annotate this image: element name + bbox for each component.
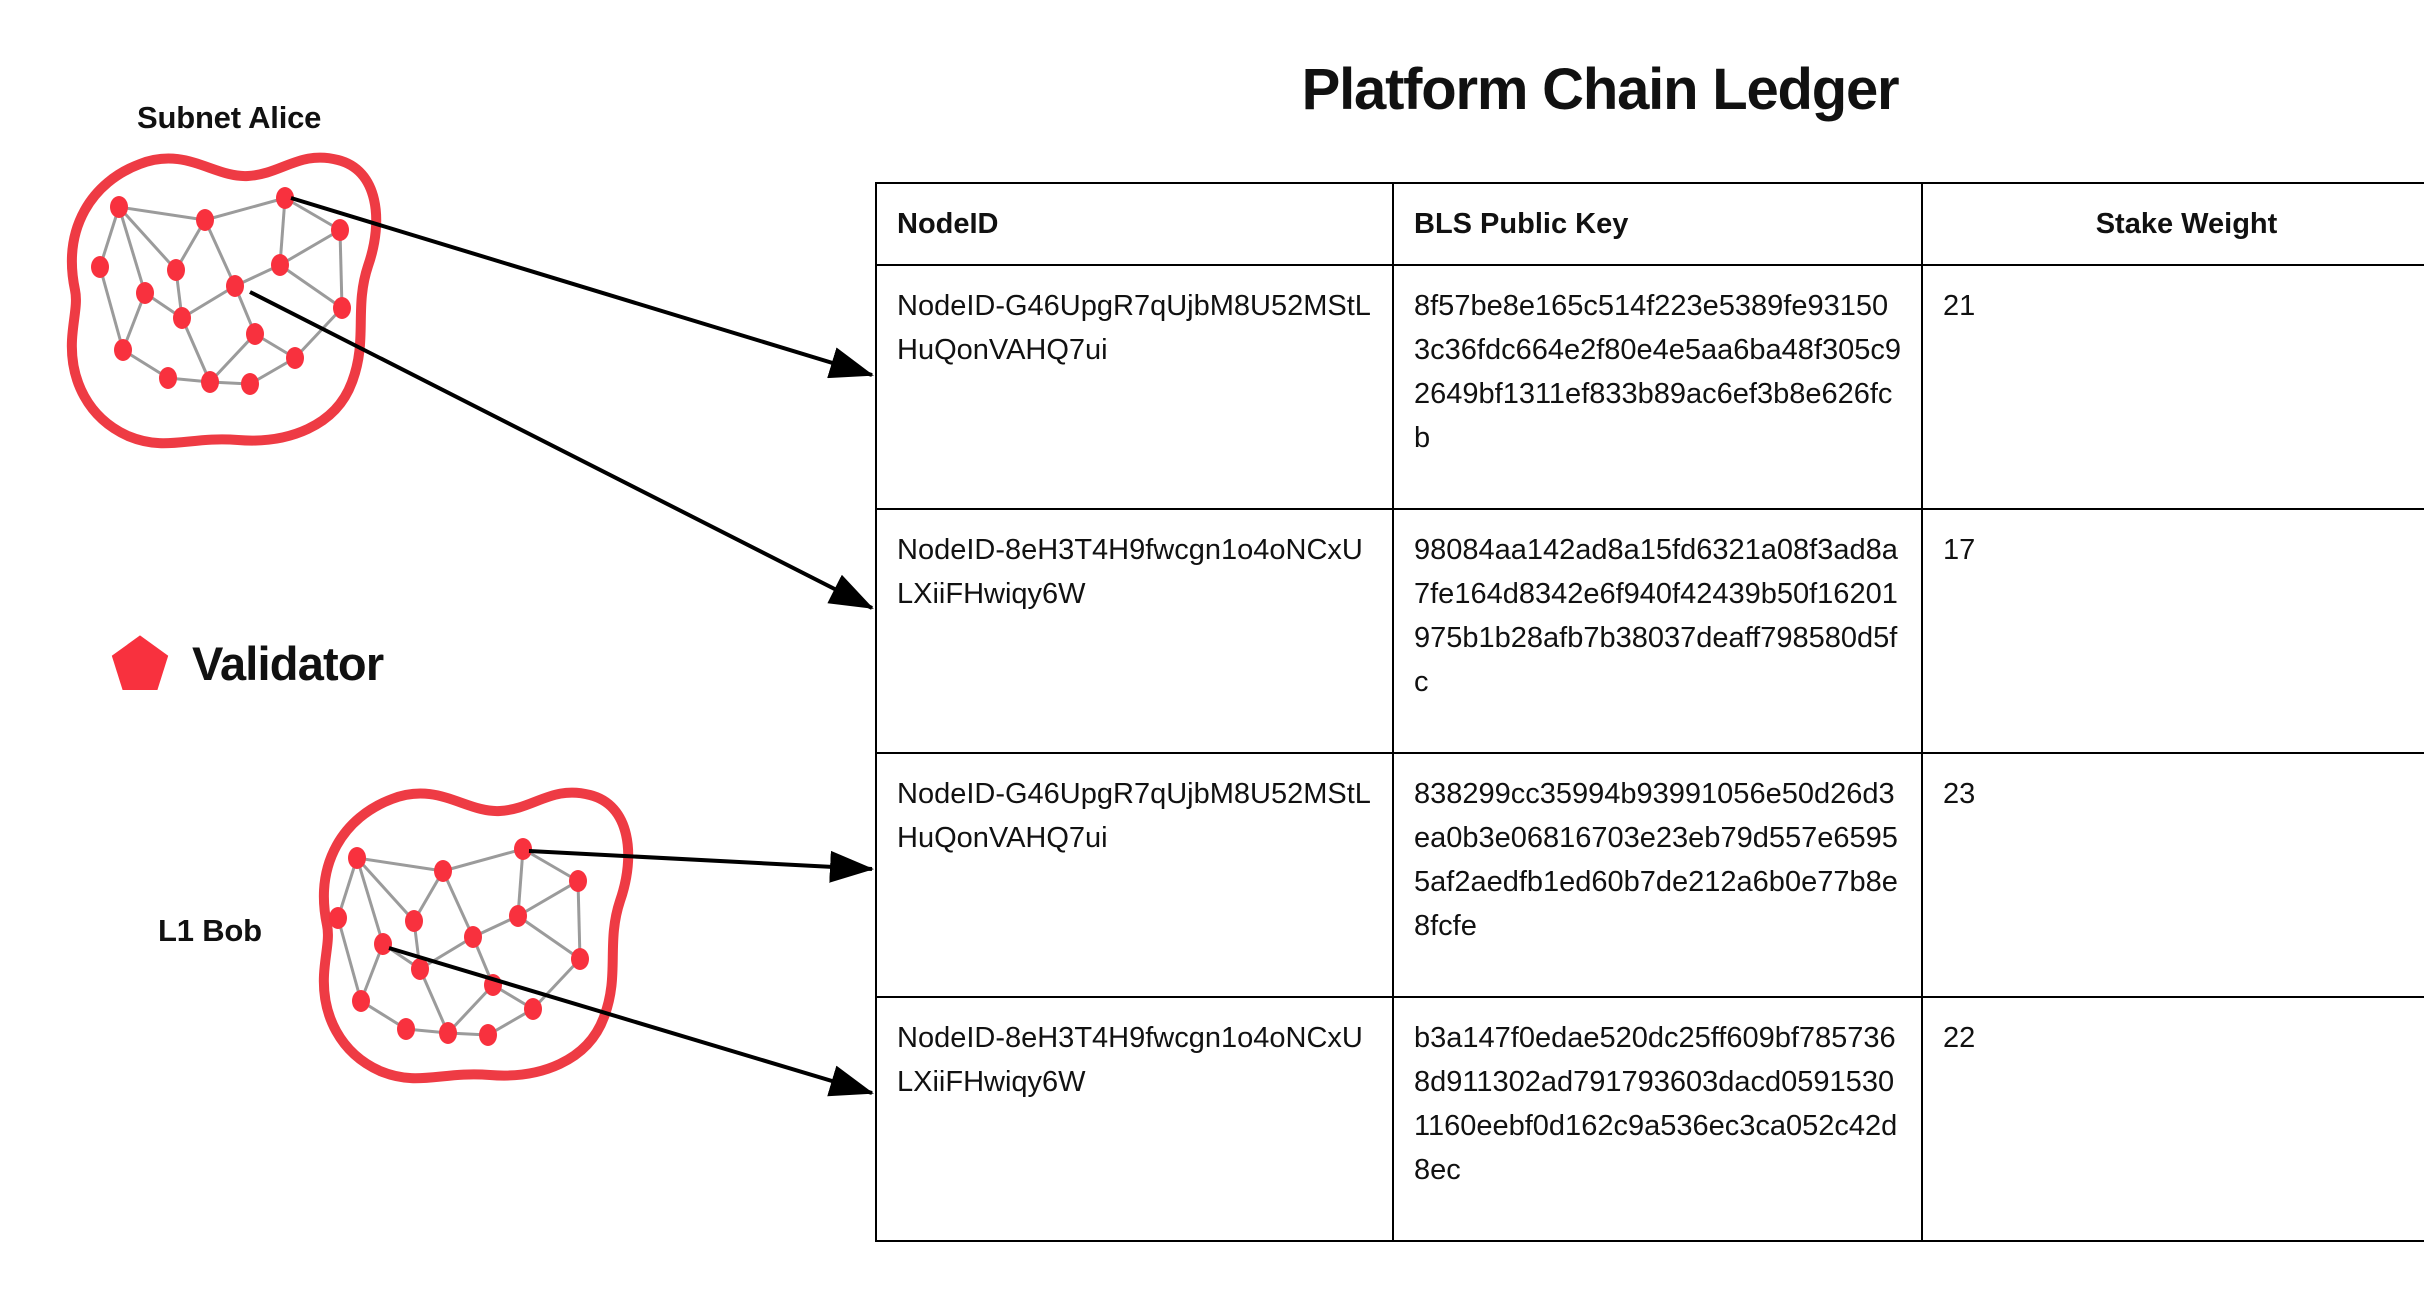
page-title: Platform Chain Ledger: [1301, 57, 1900, 122]
arrow-bob-to-row4: [388, 946, 874, 1097]
cell-bls-public-key: b3a147f0edae520dc25ff609bf7857368d911302…: [1392, 996, 1923, 1242]
cell-bls-public-key: 838299cc35994b93991056e50d26d3ea0b3e0681…: [1392, 752, 1923, 998]
column-header-bls-public-key: BLS Public Key: [1392, 182, 1923, 266]
l1-bob-outline: [318, 787, 634, 1084]
table-row: NodeID-G46UpgR7qUjbM8U52MStLHuQonVAHQ7ui…: [875, 264, 2424, 510]
cell-bls-public-key: 8f57be8e165c514f223e5389fe931503c36fdc66…: [1392, 264, 1923, 510]
cell-nodeid: NodeID-G46UpgR7qUjbM8U52MStLHuQonVAHQ7ui: [875, 752, 1394, 998]
cell-nodeid: NodeID-8eH3T4H9fwcgn1o4oNCxULXiiFHwiqy6W: [875, 508, 1394, 754]
pentagon-icon: [111, 635, 169, 690]
l1-bob-blob: [318, 787, 634, 1084]
column-header-nodeid: NodeID: [875, 182, 1394, 266]
cell-nodeid: NodeID-8eH3T4H9fwcgn1o4oNCxULXiiFHwiqy6W: [875, 996, 1394, 1242]
ledger-table: NodeID BLS Public Key Stake Weight NodeI…: [875, 182, 2424, 1242]
cell-stake-weight: 21: [1921, 264, 2424, 510]
subnet-alice-edges: [98, 196, 344, 386]
subnet-alice-blob: [66, 152, 382, 449]
ledger-table-body: NodeID-G46UpgR7qUjbM8U52MStLHuQonVAHQ7ui…: [875, 264, 2424, 1242]
ledger-table-container: NodeID BLS Public Key Stake Weight NodeI…: [875, 182, 2424, 1242]
table-header-row: NodeID BLS Public Key Stake Weight: [875, 182, 2424, 266]
validator-legend: Validator: [110, 634, 384, 692]
ledger-table-head: NodeID BLS Public Key Stake Weight: [875, 182, 2424, 266]
subnet-alice-label: Subnet Alice: [137, 100, 322, 135]
cell-nodeid: NodeID-G46UpgR7qUjbM8U52MStLHuQonVAHQ7ui: [875, 264, 1394, 510]
subnet-alice-outline: [66, 152, 382, 449]
arrow-alice-to-row1: [290, 196, 874, 379]
cell-stake-weight: 23: [1921, 752, 2424, 998]
validator-legend-text: Validator: [192, 636, 384, 690]
l1-bob-edges: [336, 847, 582, 1037]
cell-stake-weight: 22: [1921, 996, 2424, 1242]
table-row: NodeID-G46UpgR7qUjbM8U52MStLHuQonVAHQ7ui…: [875, 752, 2424, 998]
subnet-alice-nodes: [91, 187, 351, 395]
l1-bob-nodes: [329, 838, 589, 1046]
l1-bob-label: L1 Bob: [158, 913, 262, 948]
table-row: NodeID-8eH3T4H9fwcgn1o4oNCxULXiiFHwiqy6W…: [875, 996, 2424, 1242]
arrow-bob-to-row3: [528, 849, 874, 883]
table-row: NodeID-8eH3T4H9fwcgn1o4oNCxULXiiFHwiqy6W…: [875, 508, 2424, 754]
arrow-alice-to-row2: [249, 290, 874, 610]
cell-stake-weight: 17: [1921, 508, 2424, 754]
column-header-stake-weight: Stake Weight: [1921, 182, 2424, 266]
cell-bls-public-key: 98084aa142ad8a15fd6321a08f3ad8a7fe164d83…: [1392, 508, 1923, 754]
